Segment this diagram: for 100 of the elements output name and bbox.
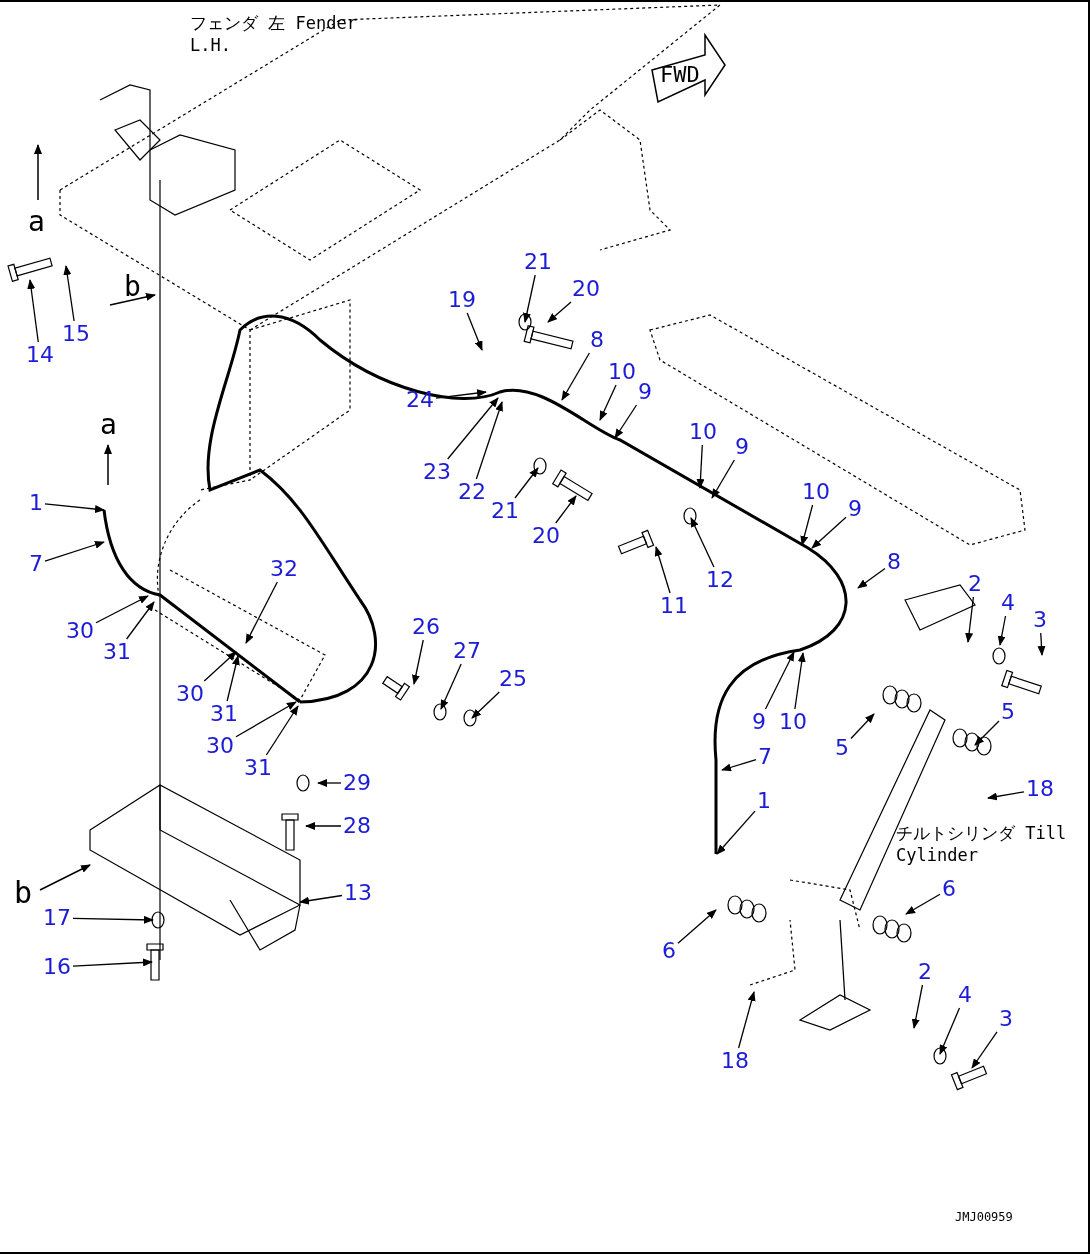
leader-line [125,601,155,640]
callout-number: 28 [343,814,371,838]
leader-line [561,352,591,401]
leader-line [696,444,705,489]
leader-line [226,655,240,702]
leader-line [523,274,536,323]
leader-line [857,567,886,589]
leader-line [411,639,424,685]
callout-number: 3 [1033,608,1047,632]
callout-number: 30 [66,619,94,643]
callout-number: 32 [270,557,298,581]
leader-line [716,810,756,855]
callout-number: 30 [206,734,234,758]
leader-line [72,958,153,967]
callout-number: 15 [62,322,90,346]
callout-number: 23 [423,460,451,484]
leader-line [997,615,1007,646]
leader-line [737,991,756,1049]
leader-line [811,516,847,549]
callout-number: 11 [660,594,688,618]
leader-line [265,705,299,756]
callout-number: 9 [752,710,766,734]
callout-number: 4 [958,983,972,1007]
leader-line [987,791,1025,801]
callout-number: 10 [779,710,807,734]
view-label: b [124,270,141,303]
callout-number: 9 [848,497,862,521]
callout-number: 8 [887,550,901,574]
callout-number: 20 [532,524,560,548]
leader-line [235,701,297,738]
callout-number: 4 [1001,591,1015,615]
leader-line [471,691,500,719]
leader-line [911,984,924,1029]
leader-line [72,915,154,924]
callout-number: 5 [1001,700,1015,724]
callout-number: 20 [572,277,600,301]
callout-number: 5 [835,736,849,760]
callout-number: 14 [26,343,54,367]
leader-line [27,279,39,343]
leader-line [555,495,577,524]
callout-number: 8 [590,328,604,352]
leader-line [721,759,757,772]
callout-number: 18 [721,1049,749,1073]
leader-line [203,651,237,682]
leader-line [299,894,343,905]
leader-line [95,595,149,624]
callout-number: 19 [448,288,476,312]
leader-line [711,459,735,499]
callout-number: 27 [453,639,481,663]
leader-line [63,265,75,322]
leader-line [939,1007,961,1055]
callout-number: 2 [918,960,932,984]
view-label: a [28,205,45,238]
leader-line [440,663,462,710]
callout-number: 29 [343,771,371,795]
callout-number: 18 [1026,777,1054,801]
callout-number: 9 [638,380,652,404]
leader-line [44,503,105,514]
leader-line [1037,632,1046,656]
leader-line [435,389,487,399]
callout-number: 10 [802,480,830,504]
leader-line [654,546,671,594]
callout-number: 9 [735,435,749,459]
callout-number: 12 [706,568,734,592]
callout-number: 17 [43,906,71,930]
callout-number: 26 [412,615,440,639]
callout-number: 31 [103,640,131,664]
callout-number: 2 [968,572,982,596]
leader-line [614,404,638,439]
leader-line [466,312,483,351]
leader-line [850,713,875,740]
callout-number: 3 [999,1007,1013,1031]
leader-line [971,1031,998,1069]
leader-line [305,822,342,830]
callout-number: 13 [344,881,372,905]
leader-line [514,467,539,499]
callout-number: 22 [458,480,486,504]
callout-number: 21 [491,499,519,523]
callout-number: 1 [757,789,771,813]
callout-number: 24 [406,388,434,412]
leader-line [547,301,572,323]
part-label: チルトシリンダ Till Cylinder [896,822,1068,866]
callout-number: 30 [176,682,204,706]
callout-number: 31 [210,702,238,726]
part-label: フェンダ 左 Fender L.H. [190,12,358,56]
leader-line [965,596,975,643]
leader-line [690,517,715,568]
direction-label: FWD [660,62,700,87]
leader-line [447,397,499,460]
leader-line [475,401,503,480]
view-label: b [14,875,33,910]
callout-number: 16 [43,955,71,979]
callout-number: 10 [689,420,717,444]
leader-line [764,651,795,710]
leader-line [599,384,617,421]
leader-line [794,652,806,710]
callout-number: 21 [524,250,552,274]
callout-number: 31 [244,756,272,780]
callout-number: 7 [29,552,43,576]
view-label: a [100,408,117,441]
